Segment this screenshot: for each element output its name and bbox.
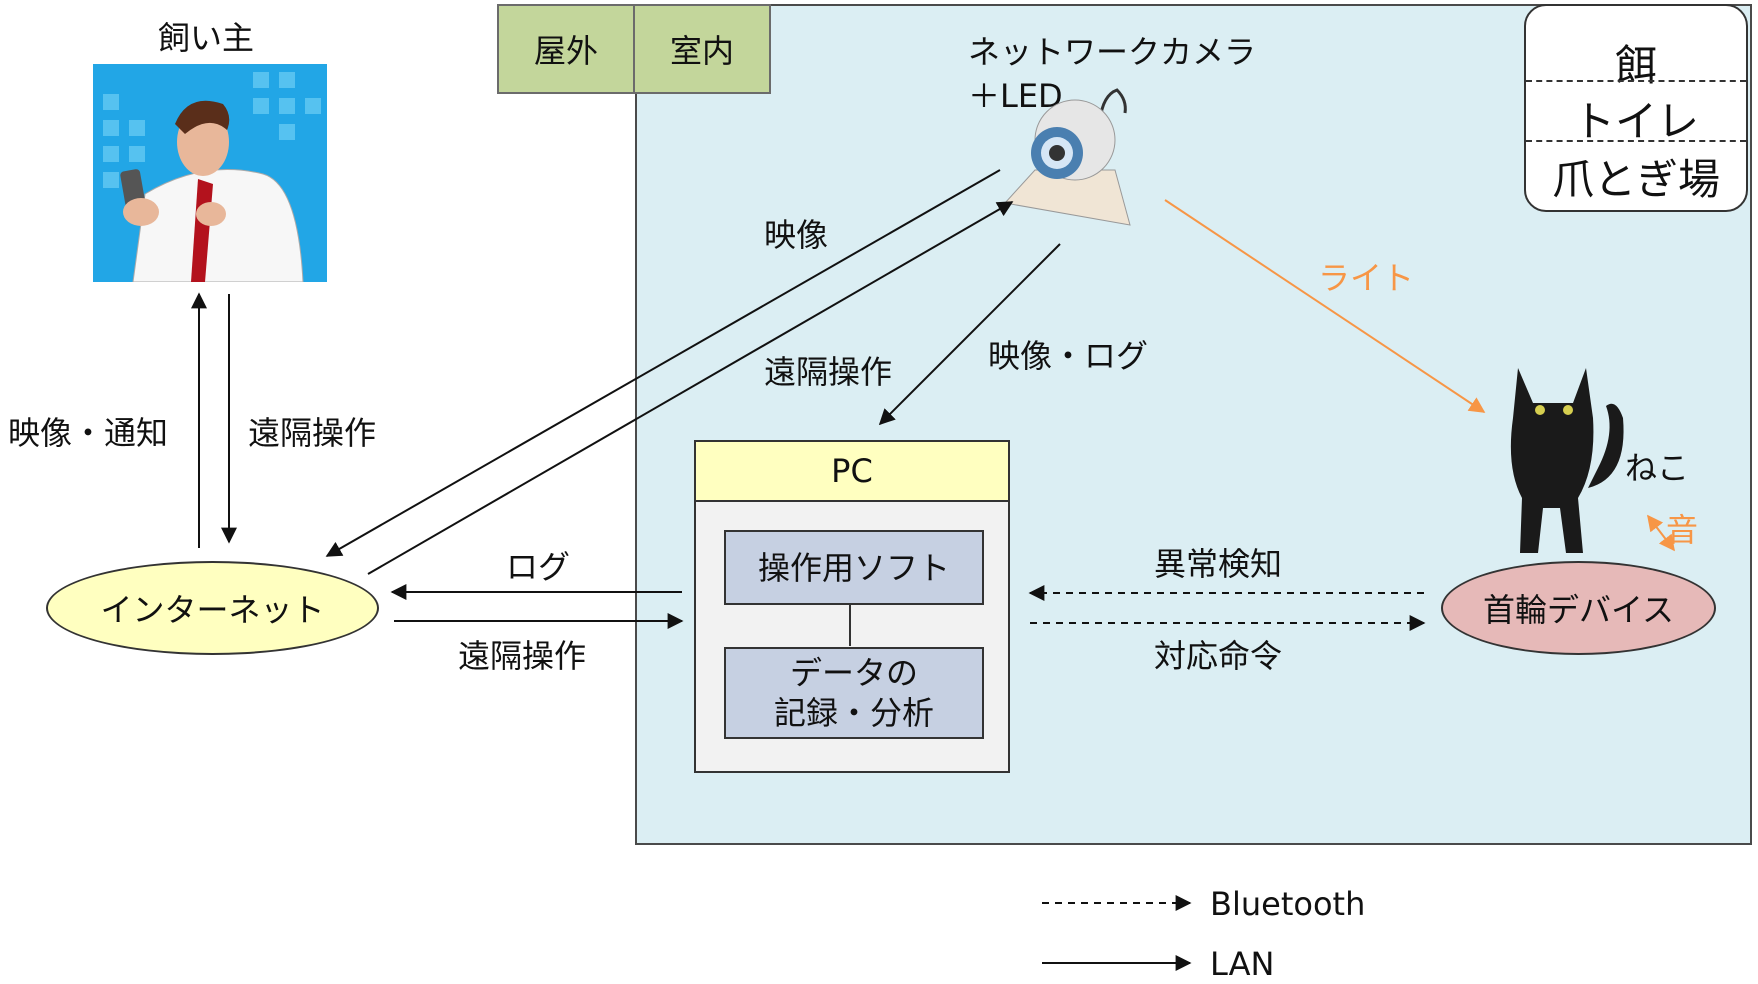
tab-outdoor: 屋外 (497, 4, 635, 94)
edge-label-pc-to-collar: 対応命令 (1154, 637, 1283, 675)
data-analysis-box: データの 記録・分析 (724, 647, 984, 739)
tab-indoor: 室内 (633, 4, 771, 94)
pc-box: PC 操作用ソフト データの 記録・分析 (694, 440, 1010, 773)
edge-label-owner-down: 映像・通知 (8, 414, 169, 452)
edge-label-light: ライト (1318, 259, 1415, 297)
edge-label-collar-to-pc: 異常検知 (1154, 545, 1283, 583)
edge-label-camera-to-pc: 映像・ログ (988, 337, 1149, 375)
edge-label-pc-to-internet: ログ (506, 548, 571, 586)
arrow-camera-to-pc (878, 243, 1061, 426)
edge-label-camera-to-internet: 映像 (764, 216, 829, 254)
network-camera-icon (1005, 88, 1131, 226)
edge-label-owner-up: 遠隔操作 (248, 414, 377, 452)
owner-label: 飼い主 (158, 19, 255, 57)
legend-bluetooth-label: Bluetooth (1210, 885, 1366, 923)
edge-label-internet-to-pc: 遠隔操作 (458, 637, 587, 675)
legend-lan-label: LAN (1210, 945, 1275, 983)
facility-divider (1526, 80, 1746, 82)
facility-toilet: トイレ (1572, 96, 1699, 146)
cat-label: ねこ (1625, 449, 1690, 487)
owner-person-icon (93, 64, 327, 282)
facilities-box: 餌 トイレ 爪とぎ場 (1524, 4, 1748, 212)
pc-internal-connector (849, 603, 851, 646)
arrow-camera-to-internet (325, 169, 1001, 557)
edge-label-internet-to-camera: 遠隔操作 (764, 353, 893, 391)
data-analysis-line1: データの (789, 654, 918, 692)
internet-node: インターネット (46, 561, 379, 655)
pc-title: PC (696, 442, 1008, 502)
arrow-sound (1647, 514, 1675, 552)
facility-scratch: 爪とぎ場 (1551, 154, 1720, 204)
camera-label-line1: ネットワークカメラ (968, 33, 1257, 71)
arrow-internet-to-camera (367, 201, 1014, 575)
camera-label-line2: ＋LED (968, 77, 1063, 115)
facility-divider (1526, 140, 1746, 142)
control-software-box: 操作用ソフト (724, 530, 984, 605)
data-analysis-line2: 記録・分析 (773, 694, 934, 732)
cat-icon (1510, 368, 1624, 553)
collar-device-node: 首輪デバイス (1441, 561, 1716, 655)
arrow-light (1164, 199, 1486, 413)
